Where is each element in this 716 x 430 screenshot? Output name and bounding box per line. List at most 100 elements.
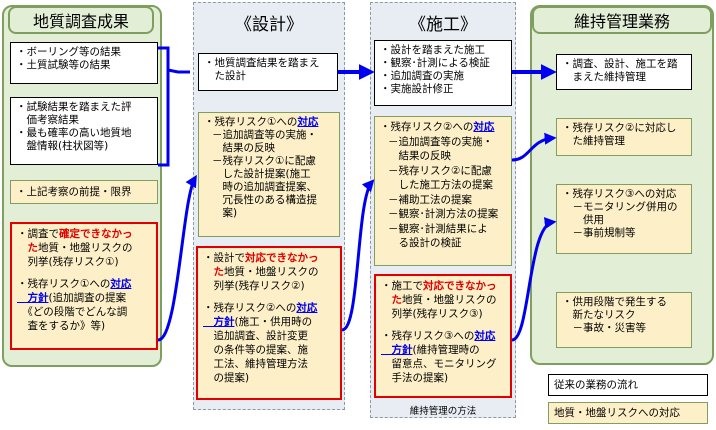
construction-r2-line: －追加調査等の実施・ xyxy=(388,135,493,148)
emphasis-not-determined: 確定できなかっ xyxy=(59,228,133,240)
design-r1-line: ・残存リスク①への対応 xyxy=(204,116,319,128)
construction-main-line: ・追加調査の実施 xyxy=(380,70,464,82)
legend-conventional-text: 従来の業務の流れ xyxy=(554,378,638,391)
arrow-construction-to-maint-r2 xyxy=(511,132,557,162)
construction-risk-line: 列挙(残存リスク③) xyxy=(381,308,483,320)
construction-main-line: ・設計を踏まえた施工 xyxy=(380,44,485,56)
design-risk-line: ・設計で対応できなかっ xyxy=(203,252,319,264)
design-risk-line: 追加調査、設計変更 xyxy=(203,330,308,342)
arrow-construction-risk-to-maint-r3 xyxy=(511,217,557,342)
maintenance-new-line: －事故・災害等 xyxy=(562,322,646,334)
construction-r2-line: る設計の検証 xyxy=(388,237,462,249)
survey-box1-line: ・ボーリング等の結果 xyxy=(16,46,121,58)
construction-r2-line: 結果の反映 xyxy=(388,150,451,162)
survey-bracket xyxy=(158,46,170,167)
emphasis-response: 対応 xyxy=(296,302,318,314)
survey-risk-line: 査をするか》等) xyxy=(17,320,106,332)
maintenance-r3-line: －モニタリング併用の xyxy=(562,201,678,213)
survey-risk-line: た地質・地盤リスクの xyxy=(17,242,133,254)
construction-risk-line: 方針(維持管理時の xyxy=(381,344,480,356)
maintenance-header: 維持管理業務 xyxy=(532,6,712,34)
maintenance-new-line: ・供用段階で発生する xyxy=(562,296,667,308)
design-r1-line: －追加調査等の実施・ xyxy=(212,129,317,141)
legend-risk: 地質・地盤リスクへの対応 xyxy=(548,402,708,424)
legend-conventional: 従来の業務の流れ xyxy=(548,374,708,396)
design-risk1-response-box: ・残存リスク①への対応 －追加調査等の実施・ 結果の反映 －残存リスク①に配慮 … xyxy=(198,112,340,237)
design-r1-line: －残存リスク①に配慮 xyxy=(212,155,316,167)
legend-risk-text: 地質・地盤リスクへの対応 xyxy=(554,406,680,419)
survey-box2-line: ・最も確率の高い地質地 xyxy=(16,127,132,139)
design-header: 《設計》 xyxy=(235,15,303,35)
maintenance-r3-line: －事前規制等 xyxy=(562,227,636,239)
maintenance-main-line: まえた維持管理 xyxy=(562,71,646,83)
design-risk-line: 方針(施工・供用時の xyxy=(203,316,313,328)
survey-box1-line: ・土質試験等の結果 xyxy=(16,59,111,71)
construction-risk2-response-box: ・残存リスク②への対応 －追加調査等の実施・ 結果の反映 －残存リスク②に配慮 … xyxy=(374,116,512,266)
maintenance-risk3-box: ・残存リスク③への対応 －モニタリング併用の 供用 －事前規制等 xyxy=(556,184,692,254)
design-main-line: た設計 xyxy=(204,70,246,82)
survey-risk-line: 列挙(残存リスク①) xyxy=(17,256,119,268)
survey-premise-text: ・上記考察の前提・限界 xyxy=(16,185,132,198)
maintenance-r2-line: た維持管理 xyxy=(562,135,625,147)
design-r1-line: 案) xyxy=(212,207,238,219)
maintenance-r2-line: ・残存リスク②に対応し xyxy=(562,122,677,134)
design-risk-line: の条件等の提案、施 xyxy=(203,344,308,356)
maintenance-new-risk-box: ・供用段階で発生する 新たなリスク －事故・災害等 xyxy=(556,292,692,348)
construction-risk-line: 手法の提案) xyxy=(381,372,449,384)
emphasis-response: 対応 xyxy=(110,278,132,290)
construction-main-box: ・設計を踏まえた施工 ・観察･計測による検証 ・追加調査の実施 ・実施設計修正 xyxy=(374,40,512,106)
emphasis-response: 対応 xyxy=(297,116,319,128)
construction-risk-box: ・施工で対応できなかっ た地質・地盤リスクの 列挙(残存リスク③) ・残存リスク… xyxy=(374,274,512,398)
arrow-survey-risk-to-design xyxy=(157,174,197,342)
design-risk-line: た地質・地盤リスクの xyxy=(203,266,319,278)
construction-r2-line: した施工方法の提案 xyxy=(388,179,493,191)
maintenance-r3-line: 供用 xyxy=(562,214,604,226)
construction-r2-line: －補助工法の提案 xyxy=(388,193,472,206)
survey-bracket-tip xyxy=(167,68,190,74)
survey-box2-line: 価考察結果 xyxy=(16,114,79,126)
survey-risk-line: 《どの段階でどんな調 xyxy=(17,306,128,318)
design-risk-line: 工法、維持管理方法 xyxy=(203,358,308,370)
design-r1-line: 冗長性のある構造提 xyxy=(212,194,317,206)
design-risk-line: ・残存リスク②への対応 xyxy=(203,302,318,314)
design-risk-line: の提案) xyxy=(203,372,250,384)
survey-results-box: ・ボーリング等の結果 ・土質試験等の結果 xyxy=(10,42,158,84)
design-risk-line: 列挙(残存リスク②) xyxy=(203,280,305,292)
emphasis-not-handled: 対応できなかっ xyxy=(423,280,497,292)
construction-header: 《施工》 xyxy=(409,15,477,35)
maintenance-new-line: 新たなリスク xyxy=(562,309,636,321)
construction-caption: 維持管理の方法 xyxy=(409,406,477,417)
construction-r2-line: －残存リスク②に配慮 xyxy=(388,164,492,177)
construction-r2-line: －観察･計測結果によ xyxy=(388,222,488,235)
design-r1-line: 時の追加調査提案、 xyxy=(212,181,317,193)
survey-box2-line: 盤情報(柱状図等) xyxy=(16,140,109,152)
survey-risk-line: ・調査で確定できなかっ xyxy=(17,228,133,240)
construction-r2-line: －観察･計測方法の提案 xyxy=(388,208,499,220)
arrow-design-risk-to-construction xyxy=(341,179,375,332)
survey-evaluation-box: ・試験結果を踏まえた評 価考察結果 ・最も確率の高い地質地 盤情報(柱状図等) xyxy=(10,97,158,165)
design-r1-line: 結果の反映 xyxy=(212,142,275,154)
emphasis-response: 対応 xyxy=(473,121,495,133)
construction-r2-line: ・残存リスク②への対応 xyxy=(380,121,495,133)
survey-risk-line: ・残存リスク①への対応 xyxy=(17,278,132,290)
design-risk-box: ・設計で対応できなかっ た地質・地盤リスクの 列挙(残存リスク②) ・残存リスク… xyxy=(196,246,342,400)
maintenance-main-box: ・調査、設計、施工を踏 まえた維持管理 xyxy=(556,54,692,90)
maintenance-main-line: ・調査、設計、施工を踏 xyxy=(562,58,678,70)
emphasis-not-handled: 対応できなかっ xyxy=(245,252,319,264)
construction-risk-line: ・残存リスク③への対応 xyxy=(381,330,496,342)
maintenance-r3-line: ・残存リスク③への対応 xyxy=(562,188,677,200)
construction-main-line: ・実施設計修正 xyxy=(380,83,454,95)
design-r1-line: した設計提案(施工 xyxy=(212,168,311,180)
emphasis-policy: 方針 xyxy=(17,292,49,304)
construction-risk-line: 留意点、モニタリング xyxy=(381,358,497,370)
design-main-box: ・地質調査結果を踏まえ た設計 xyxy=(198,53,338,91)
survey-header: 地質調査成果 xyxy=(8,6,154,34)
survey-risk-box: ・調査で確定できなかっ た地質・地盤リスクの 列挙(残存リスク①) ・残存リスク… xyxy=(10,222,158,350)
construction-risk-line: た地質・地盤リスクの xyxy=(381,294,497,306)
emphasis-policy: 方針 xyxy=(203,316,235,328)
emphasis-policy: 方針 xyxy=(381,344,413,356)
survey-risk-line: 方針(追加調査の提案 xyxy=(17,292,127,304)
survey-premise-box: ・上記考察の前提・限界 xyxy=(10,180,158,204)
construction-main-line: ・観察･計測による検証 xyxy=(380,57,490,69)
